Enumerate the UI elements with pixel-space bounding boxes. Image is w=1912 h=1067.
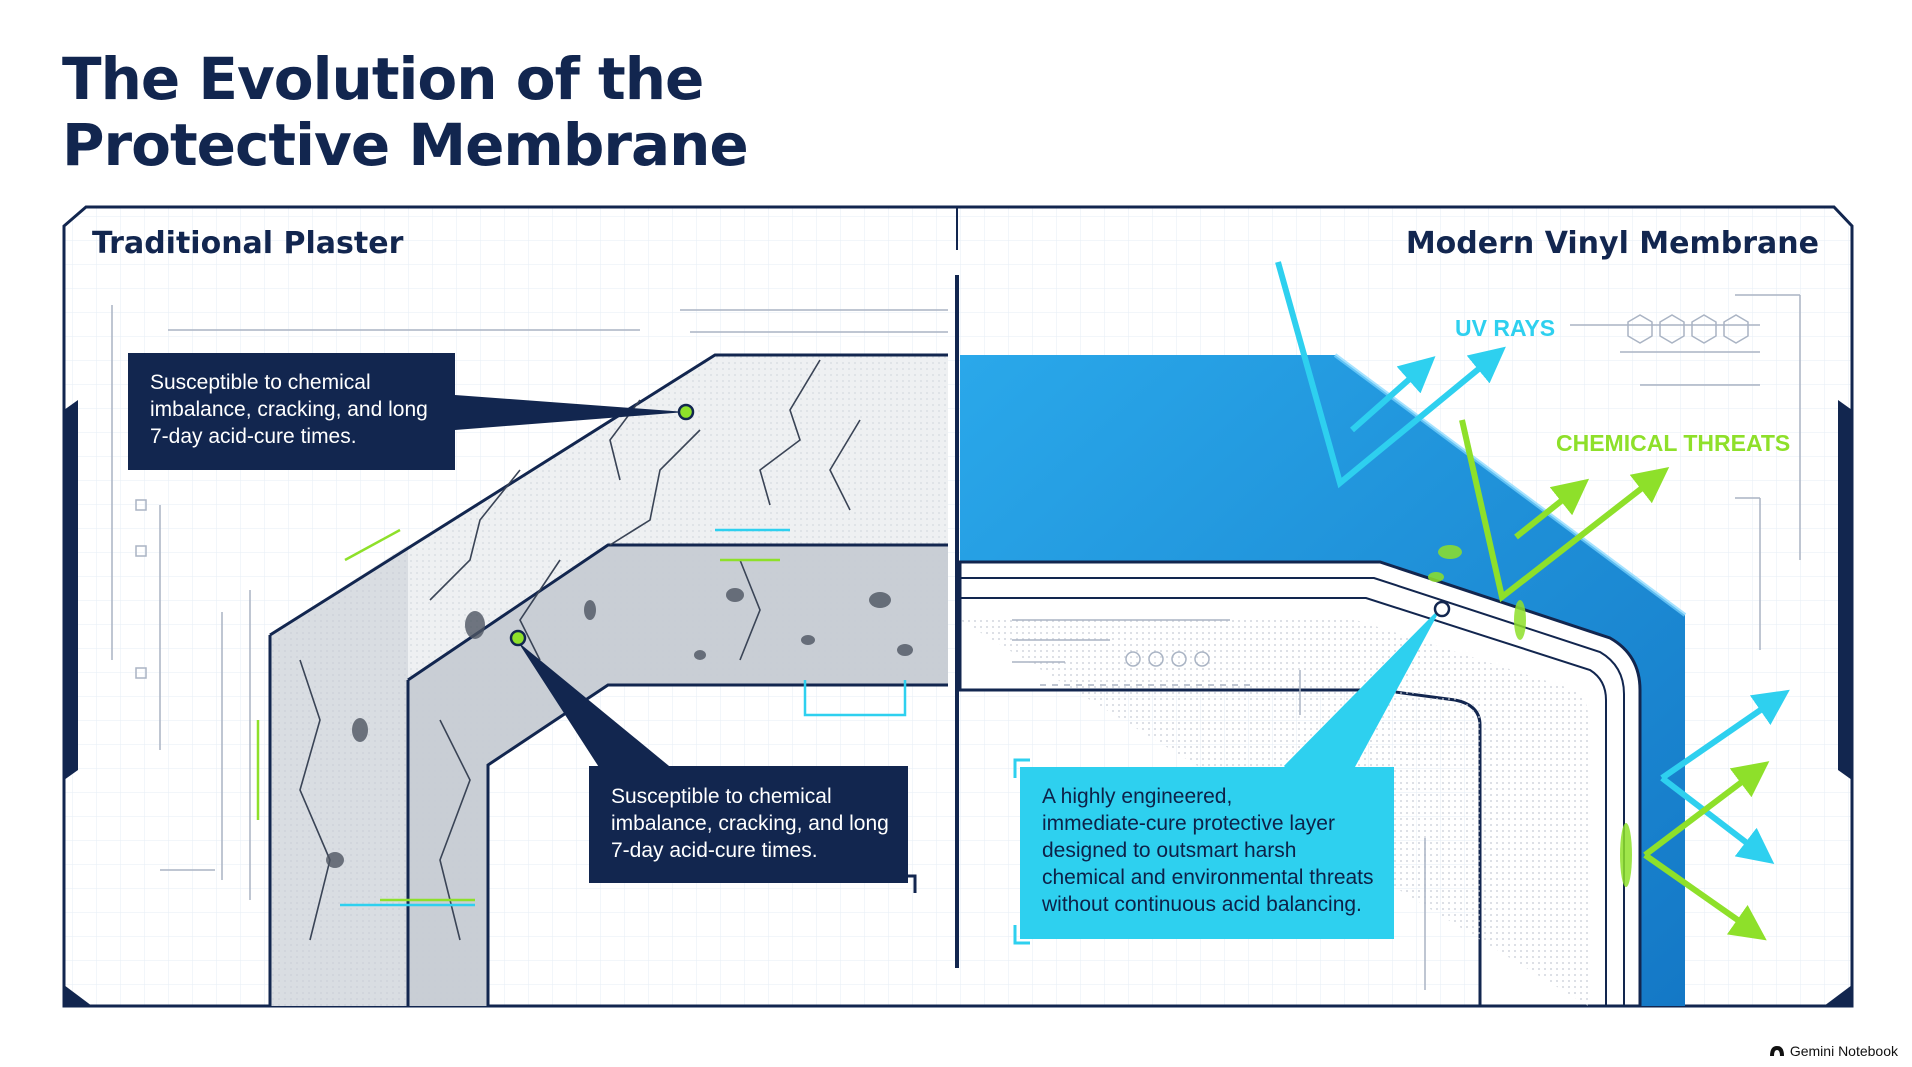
callout-line: designed to outsmart harsh [1042,839,1297,862]
blueprint-lines-left [111,305,948,900]
brand-logo-icon [1769,1046,1784,1056]
title-line-2: Protective Membrane [62,111,749,179]
page-title: The Evolution of the Protective Membrane [62,45,749,179]
callout-line: imbalance, cracking, and long [150,398,428,421]
uv-ray-arrow-icon [1275,261,1506,489]
callout-line: Susceptible to chemical [150,371,371,394]
callout-line: 7-day acid-cure times. [611,839,818,862]
marker-dot-icon [509,403,1451,647]
plaster-cutaway [256,353,948,1006]
title-line-1: The Evolution of the [62,45,704,113]
callout-line: A highly engineered, [1042,785,1233,808]
uv-rays-label: UV RAYS [1455,315,1556,341]
right-panel-label: Modern Vinyl Membrane [1405,226,1819,261]
tech-decorations-right [1012,294,1801,990]
chemical-threats-label: CHEMICAL THREATS [1556,430,1791,456]
chemical-threat-arrow-icon [1459,419,1670,603]
brand-name: Gemini Notebook [1789,1043,1898,1059]
callout-line: Susceptible to chemical [611,785,832,808]
membrane-callout: A highly engineered, immediate-cure prot… [1020,767,1394,939]
callout-pointers [455,395,1442,775]
callout-line: chemical and environmental threats [1042,866,1374,889]
callout-line: imbalance, cracking, and long [611,812,889,835]
callout-line: without continuous acid balancing. [1042,893,1362,916]
brand-mark: Gemini Notebook [1769,1043,1898,1059]
deflection-arrows [1643,689,1790,941]
plaster-callout-bottom: Susceptible to chemical imbalance, crack… [589,766,908,883]
callout-line: 7-day acid-cure times. [150,425,357,448]
left-panel-label: Traditional Plaster [92,226,404,261]
plaster-callout-top: Susceptible to chemical imbalance, crack… [128,353,455,470]
callout-line: immediate-cure protective layer [1042,812,1335,835]
